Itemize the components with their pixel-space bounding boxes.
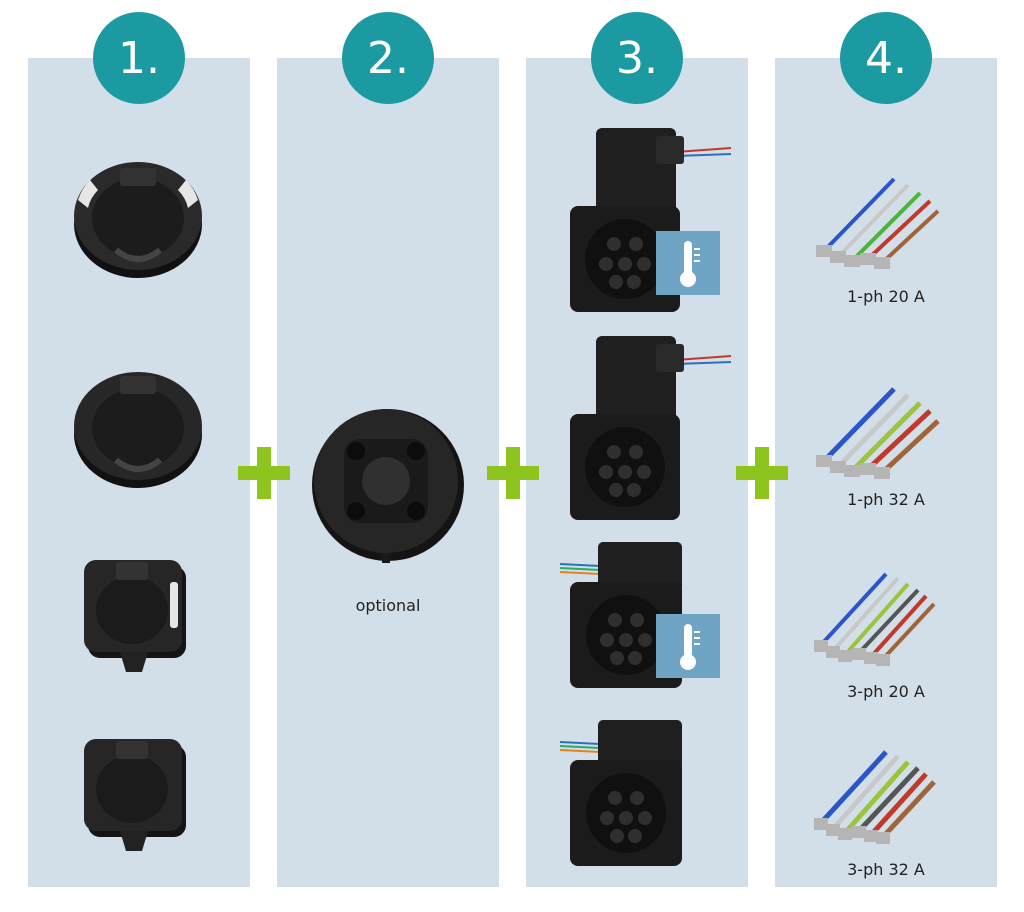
- wire-set-1ph-32a-image: [816, 387, 940, 479]
- square-housing-cover-white-trim-image: [84, 560, 186, 672]
- optional-caption: optional: [355, 596, 421, 615]
- mounting-frame-image: [312, 409, 464, 563]
- round-housing-cover-white-trim-image: [74, 162, 202, 278]
- wire-set-caption: 1-ph 32 A: [847, 490, 925, 509]
- step-4-badge: 4.: [840, 12, 932, 104]
- step-2-badge: 2.: [342, 12, 434, 104]
- compact-socket-inlet-with-sensor-image: [560, 542, 682, 688]
- socket-inlet-image: [570, 336, 732, 520]
- round-housing-cover-image: [74, 372, 202, 488]
- thermometer-icon: [656, 614, 720, 678]
- wire-set-3ph-20a-image: [814, 572, 936, 666]
- wire-set-caption: 3-ph 20 A: [847, 682, 925, 701]
- wire-set-1ph-20a-image: [816, 177, 940, 269]
- step-3-badge: 3.: [591, 12, 683, 104]
- step-1-badge: 1.: [93, 12, 185, 104]
- square-housing-cover-image: [84, 739, 186, 851]
- wire-set-caption: 3-ph 32 A: [847, 860, 925, 879]
- wire-set-caption: 1-ph 20 A: [847, 287, 925, 306]
- socket-inlet-with-sensor-image: [570, 128, 732, 312]
- compact-socket-inlet-image: [560, 720, 682, 866]
- plus-icon: [487, 447, 539, 499]
- plus-icon: [736, 447, 788, 499]
- thermometer-icon: [656, 231, 720, 295]
- plus-icon: [238, 447, 290, 499]
- wire-set-3ph-32a-image: [814, 750, 936, 844]
